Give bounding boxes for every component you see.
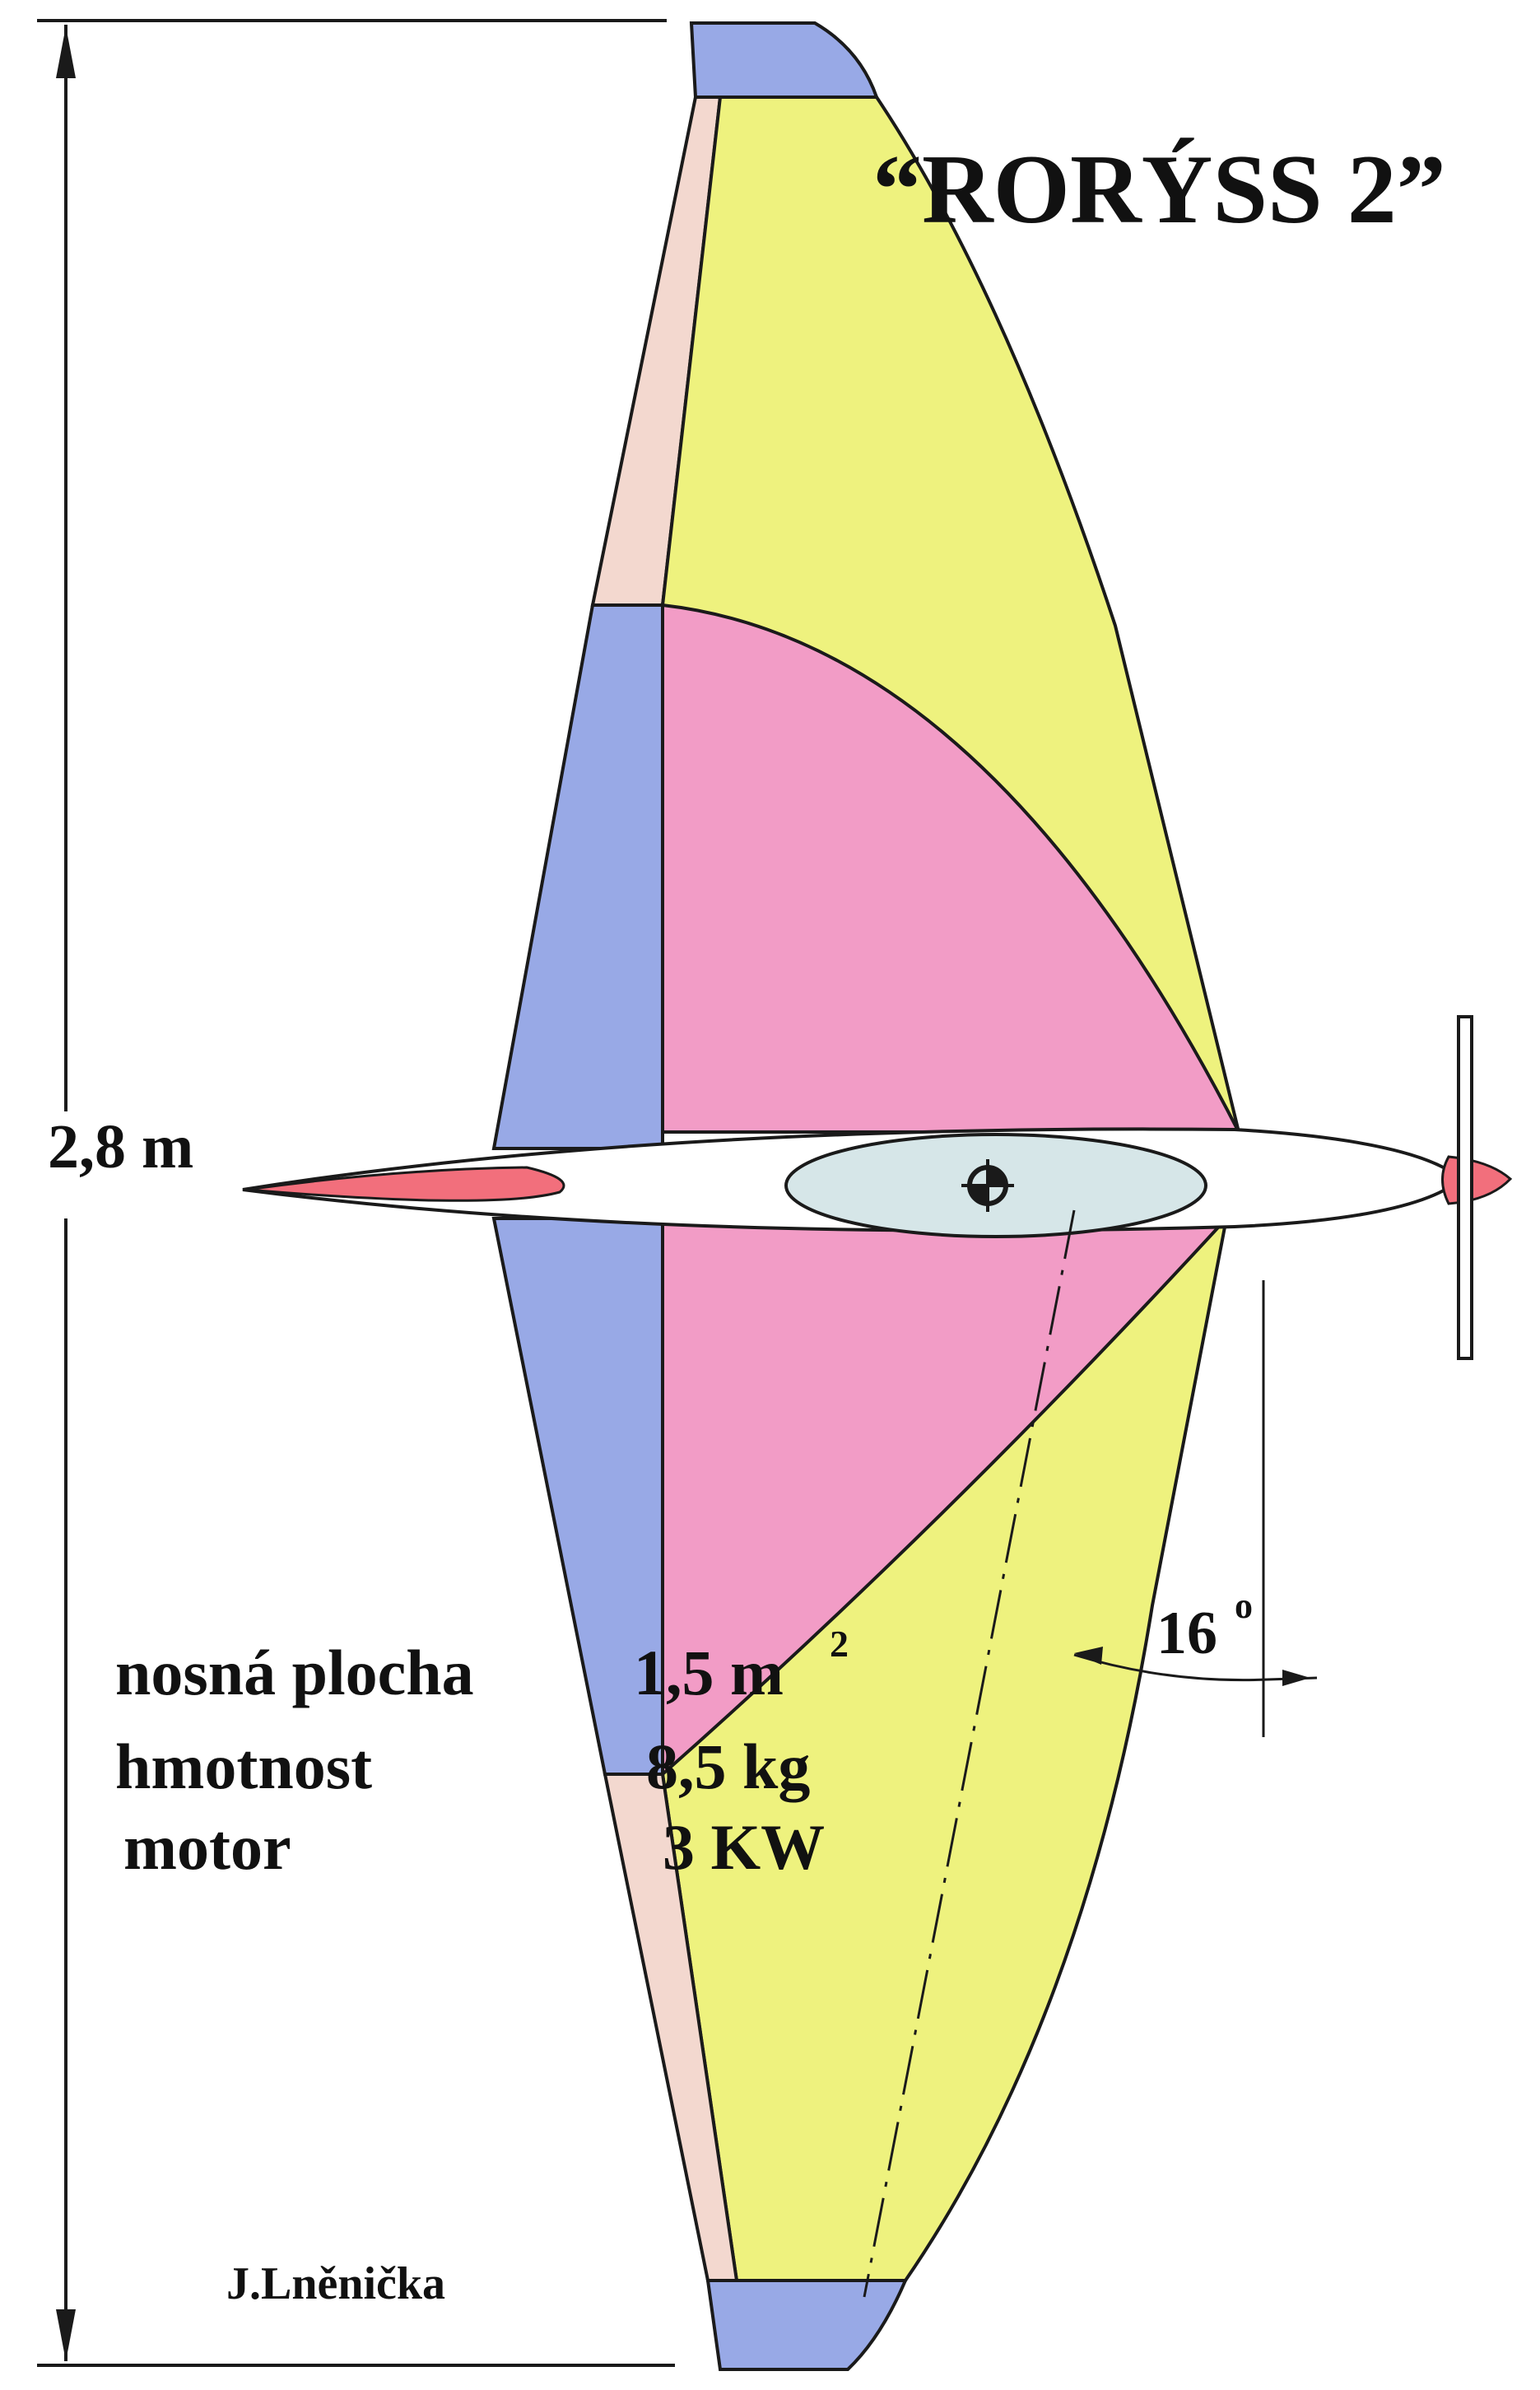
lower-wing	[491, 1217, 1231, 2371]
sweep-angle-value: 16	[1156, 1600, 1217, 1667]
spec-label-mass: hmotnost	[115, 1731, 372, 1802]
fuselage	[242, 1015, 1513, 1360]
sweep-reference-lines	[863, 1209, 1318, 2298]
spinner	[1441, 1155, 1513, 1205]
lower-inner-panel	[661, 1217, 1231, 1778]
lower-wingtip	[705, 2279, 909, 2371]
span-label: 2,8 m	[48, 1112, 193, 1181]
upper-center-section	[491, 603, 664, 1150]
author-signature: J.Lněnička	[226, 2258, 445, 2309]
angle-arrow-left-icon	[1074, 1647, 1103, 1665]
spec-value-motor: 3 KW	[663, 1811, 825, 1883]
spec-unit-superscript: 2	[830, 1623, 849, 1665]
spec-value-mass: 8,5 kg	[646, 1731, 810, 1802]
arrow-top-icon	[56, 26, 76, 78]
tail-cone	[246, 1166, 565, 1202]
propeller	[1457, 1015, 1473, 1360]
upper-wing	[491, 21, 1242, 1150]
aircraft-title: “RORÝSS 2”	[872, 134, 1446, 244]
upper-wingtip	[689, 21, 879, 99]
sweep-angle-unit: o	[1235, 1586, 1253, 1626]
span-dimension	[37, 19, 675, 2367]
spec-value-wing-area: 1,5 m	[634, 1637, 784, 1708]
spec-label-motor: motor	[123, 1811, 291, 1883]
upper-inner-panel	[661, 603, 1242, 1134]
arrow-bottom-icon	[56, 2309, 76, 2361]
center-of-gravity-icon	[961, 1159, 1014, 1212]
spec-label-wing-area: nosná plocha	[115, 1637, 474, 1708]
